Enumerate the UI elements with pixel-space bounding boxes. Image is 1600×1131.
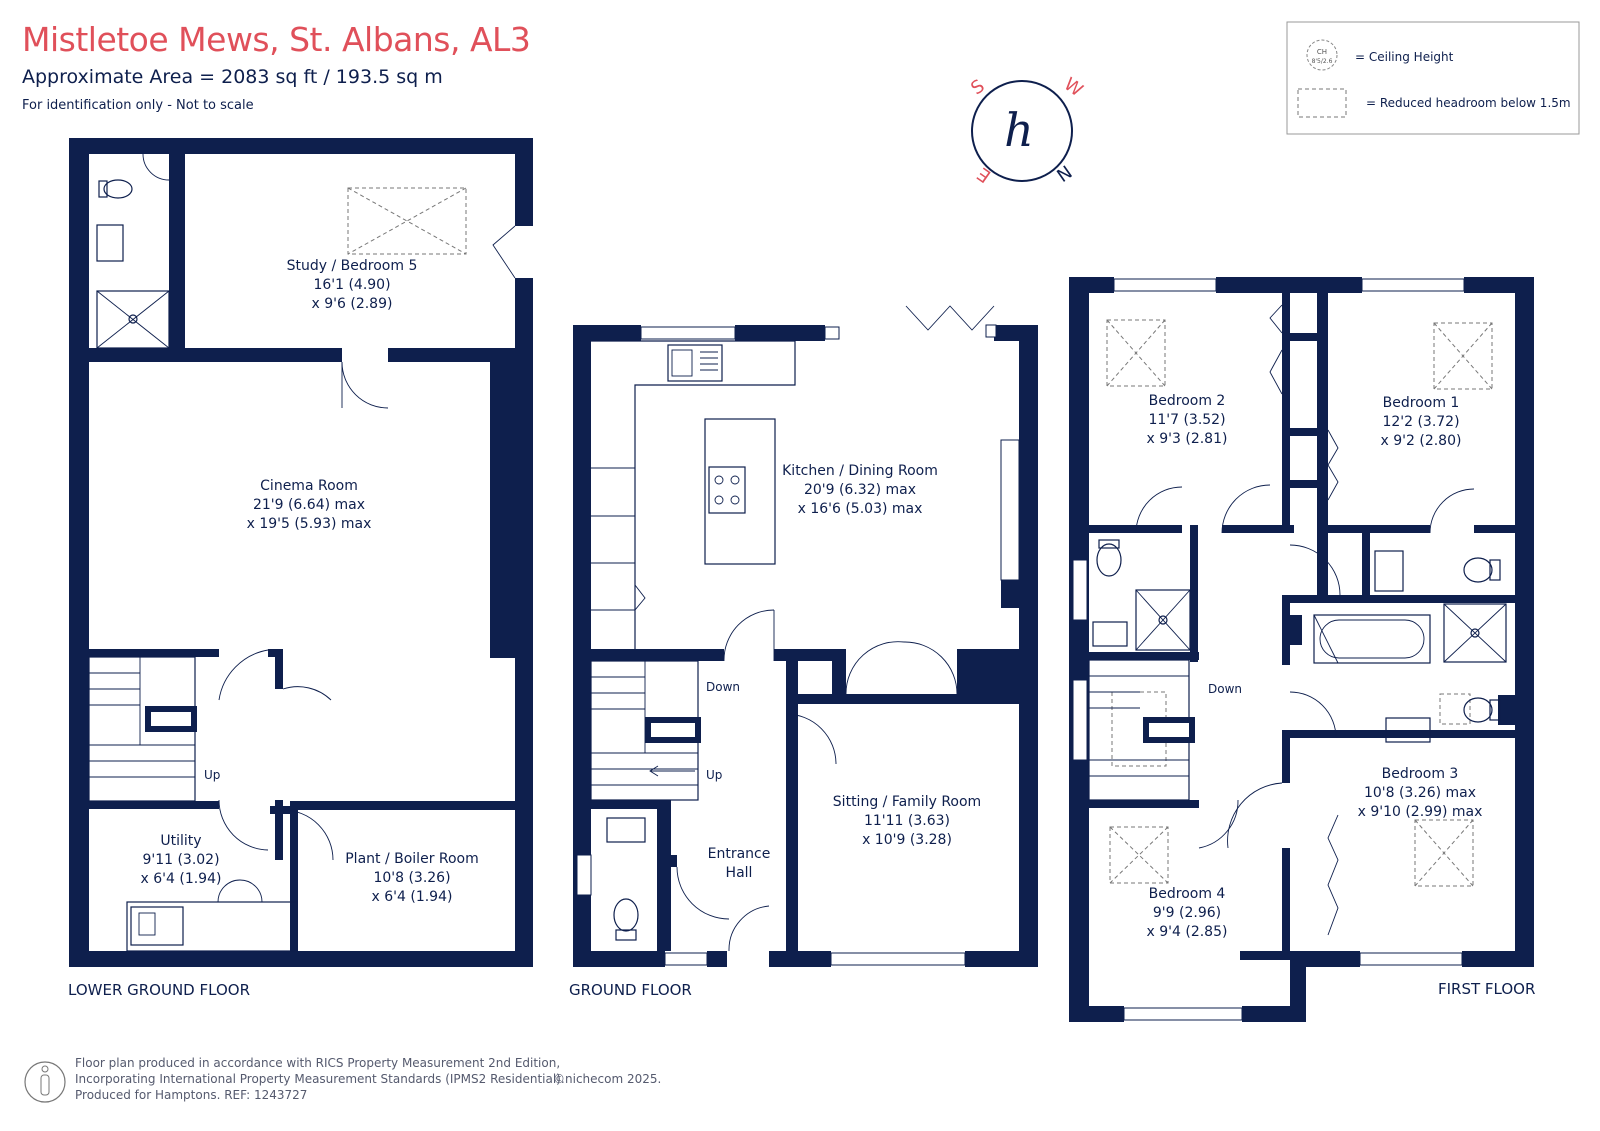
ff-stairs-down: Down	[1208, 682, 1242, 696]
bed4-dim2: x 9'4 (2.85)	[1147, 924, 1228, 940]
bed2-dim2: x 9'3 (2.81)	[1147, 431, 1228, 447]
plant-dim1: 10'8 (3.26)	[373, 870, 450, 886]
bed2-dim1: 11'7 (3.52)	[1148, 412, 1225, 428]
ceiling-height-legend-label: = Ceiling Height	[1355, 50, 1454, 64]
gf-stairs-up: Up	[706, 768, 722, 782]
logo-letter: h	[1004, 103, 1034, 157]
lower-ground-labels: Study / Bedroom 5 16'1 (4.90) x 9'6 (2.8…	[68, 258, 479, 999]
utility-name: Utility	[160, 833, 201, 849]
cinema-dim1: 21'9 (6.64) max	[253, 497, 365, 513]
cinema-name: Cinema Room	[260, 478, 358, 494]
plant-dim2: x 6'4 (1.94)	[372, 889, 453, 905]
legend-box: CH 8'5/2.6 = Ceiling Height = Reduced he…	[1286, 21, 1580, 135]
kitchen-name: Kitchen / Dining Room	[782, 463, 938, 479]
footer: Floor plan produced in accordance with R…	[24, 1056, 661, 1103]
bed4-name: Bedroom 4	[1149, 886, 1226, 902]
utility-dim2: x 6'4 (1.94)	[141, 871, 222, 887]
sitting-dim2: x 10'9 (3.28)	[862, 832, 952, 848]
plant-name: Plant / Boiler Room	[345, 851, 479, 867]
kitchen-dim2: x 16'6 (5.03) max	[798, 501, 923, 517]
lower-ground-floor-plan	[69, 138, 533, 967]
footer-line2: Incorporating International Property Mea…	[75, 1072, 565, 1086]
sitting-dim1: 11'11 (3.63)	[864, 813, 950, 829]
reduced-headroom-legend-label: = Reduced headroom below 1.5m	[1366, 96, 1571, 110]
footer-line1: Floor plan produced in accordance with R…	[75, 1056, 560, 1070]
ceiling-symbol-bottom: 8'5/2.6	[1312, 58, 1333, 65]
disclaimer-note: For identification only - Not to scale	[22, 98, 254, 113]
hall-name-line1: Entrance	[708, 846, 771, 862]
page-title: Mistletoe Mews, St. Albans, AL3	[22, 20, 531, 59]
ground-floor-plan	[573, 305, 1038, 967]
ground-floor-label: GROUND FLOOR	[569, 981, 692, 999]
compass-w: W	[1060, 74, 1087, 102]
bed3-name: Bedroom 3	[1382, 766, 1459, 782]
approximate-area: Approximate Area = 2083 sq ft / 193.5 sq…	[22, 66, 443, 88]
first-floor-plan	[1069, 277, 1534, 1022]
bed2-name: Bedroom 2	[1149, 393, 1226, 409]
sitting-name: Sitting / Family Room	[833, 794, 981, 810]
bed1-dim1: 12'2 (3.72)	[1382, 414, 1459, 430]
bed1-name: Bedroom 1	[1383, 395, 1460, 411]
bed1-dim2: x 9'2 (2.80)	[1381, 433, 1462, 449]
footer-copyright: ©nichecom 2025.	[553, 1072, 661, 1086]
ground-labels: Kitchen / Dining Room 20'9 (6.32) max x …	[569, 463, 981, 999]
study-name: Study / Bedroom 5	[287, 258, 418, 274]
compass: h W S E N	[967, 74, 1086, 187]
study-dim2: x 9'6 (2.89)	[312, 296, 393, 312]
footer-line3: Produced for Hamptons. REF: 1243727	[75, 1088, 307, 1102]
person-scale-icon	[24, 1061, 66, 1103]
logo-icon	[971, 80, 1073, 182]
bed4-dim1: 9'9 (2.96)	[1153, 905, 1221, 921]
lower-ground-floor-label: LOWER GROUND FLOOR	[68, 981, 250, 999]
hall-name-line2: Hall	[726, 865, 753, 881]
first-labels: Bedroom 2 11'7 (3.52) x 9'3 (2.81) Bedro…	[1147, 393, 1536, 998]
kitchen-dim1: 20'9 (6.32) max	[804, 482, 916, 498]
ceiling-symbol-top: CH	[1317, 48, 1327, 56]
cinema-dim2: x 19'5 (5.93) max	[247, 516, 372, 532]
lg-stairs-up: Up	[204, 768, 220, 782]
bed3-dim2: x 9'10 (2.99) max	[1358, 804, 1483, 820]
ceiling-height-icon	[1306, 39, 1338, 71]
utility-dim1: 9'11 (3.02)	[142, 852, 219, 868]
study-dim1: 16'1 (4.90)	[313, 277, 390, 293]
first-floor-label: FIRST FLOOR	[1438, 980, 1535, 998]
compass-e: E	[974, 163, 995, 187]
bed3-dim1: 10'8 (3.26) max	[1364, 785, 1476, 801]
gf-stairs-down: Down	[706, 680, 740, 694]
reduced-headroom-icon	[1297, 88, 1347, 118]
